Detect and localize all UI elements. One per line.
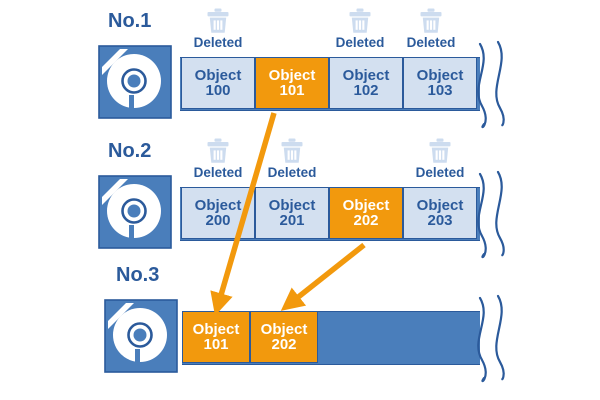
object-name: Object [268, 66, 316, 84]
trash-icon [207, 8, 229, 33]
object-id: 202 [271, 336, 297, 353]
object-name: Object [342, 66, 390, 84]
tape-cartridge-icon [98, 45, 172, 119]
trash-icon [207, 138, 229, 163]
object-name: Object [342, 196, 390, 214]
object-name: Object [192, 320, 240, 338]
object-block-102[interactable]: Object 102 [329, 57, 403, 109]
object-id: 101 [203, 336, 229, 353]
object-name: Object [416, 196, 464, 214]
deleted-label: Deleted [335, 35, 385, 50]
deleted-label: Deleted [267, 165, 317, 180]
deleted-marker-object-102: Deleted [325, 8, 395, 50]
object-id: 200 [205, 212, 231, 229]
object-id: 201 [279, 212, 305, 229]
object-id: 103 [427, 82, 453, 99]
object-id: 101 [279, 82, 305, 99]
tape-break-squiggle [477, 40, 505, 129]
trash-icon [349, 8, 371, 33]
object-id: 102 [353, 82, 379, 99]
object-id: 203 [427, 212, 453, 229]
tape-cartridge-icon [98, 175, 172, 249]
object-name: Object [194, 66, 242, 84]
row-label-no3: No.3 [116, 264, 160, 286]
object-block-202[interactable]: Object 202 [329, 187, 403, 239]
object-name: Object [194, 196, 242, 214]
object-block-200[interactable]: Object 200 [181, 187, 255, 239]
tape-break-squiggle [477, 170, 505, 259]
object-block-101[interactable]: Object 101 [255, 57, 329, 109]
object-id: 100 [205, 82, 231, 99]
deleted-marker-object-103: Deleted [396, 8, 466, 50]
object-block-101-copy[interactable]: Object 101 [182, 311, 250, 363]
object-block-202-copy[interactable]: Object 202 [250, 311, 318, 363]
trash-icon [281, 138, 303, 163]
object-id: 202 [353, 212, 379, 229]
object-block-201[interactable]: Object 201 [255, 187, 329, 239]
tape-break-squiggle [477, 294, 505, 383]
trash-icon [420, 8, 442, 33]
deleted-marker-object-100: Deleted [183, 8, 253, 50]
deleted-marker-object-200: Deleted [183, 138, 253, 180]
tape-cartridge-icon [104, 299, 178, 373]
deleted-label: Deleted [193, 35, 243, 50]
trash-icon [429, 138, 451, 163]
object-block-203[interactable]: Object 203 [403, 187, 477, 239]
row-label-no1: No.1 [108, 10, 152, 32]
deleted-marker-object-203: Deleted [405, 138, 475, 180]
row-label-no2: No.2 [108, 140, 152, 162]
deleted-label: Deleted [193, 165, 243, 180]
object-name: Object [416, 66, 464, 84]
deleted-label: Deleted [406, 35, 456, 50]
object-block-103[interactable]: Object 103 [403, 57, 477, 109]
deleted-label: Deleted [415, 165, 465, 180]
object-name: Object [260, 320, 308, 338]
object-block-100[interactable]: Object 100 [181, 57, 255, 109]
object-name: Object [268, 196, 316, 214]
deleted-marker-object-201: Deleted [257, 138, 327, 180]
arrow-object-202-migration [280, 242, 366, 311]
